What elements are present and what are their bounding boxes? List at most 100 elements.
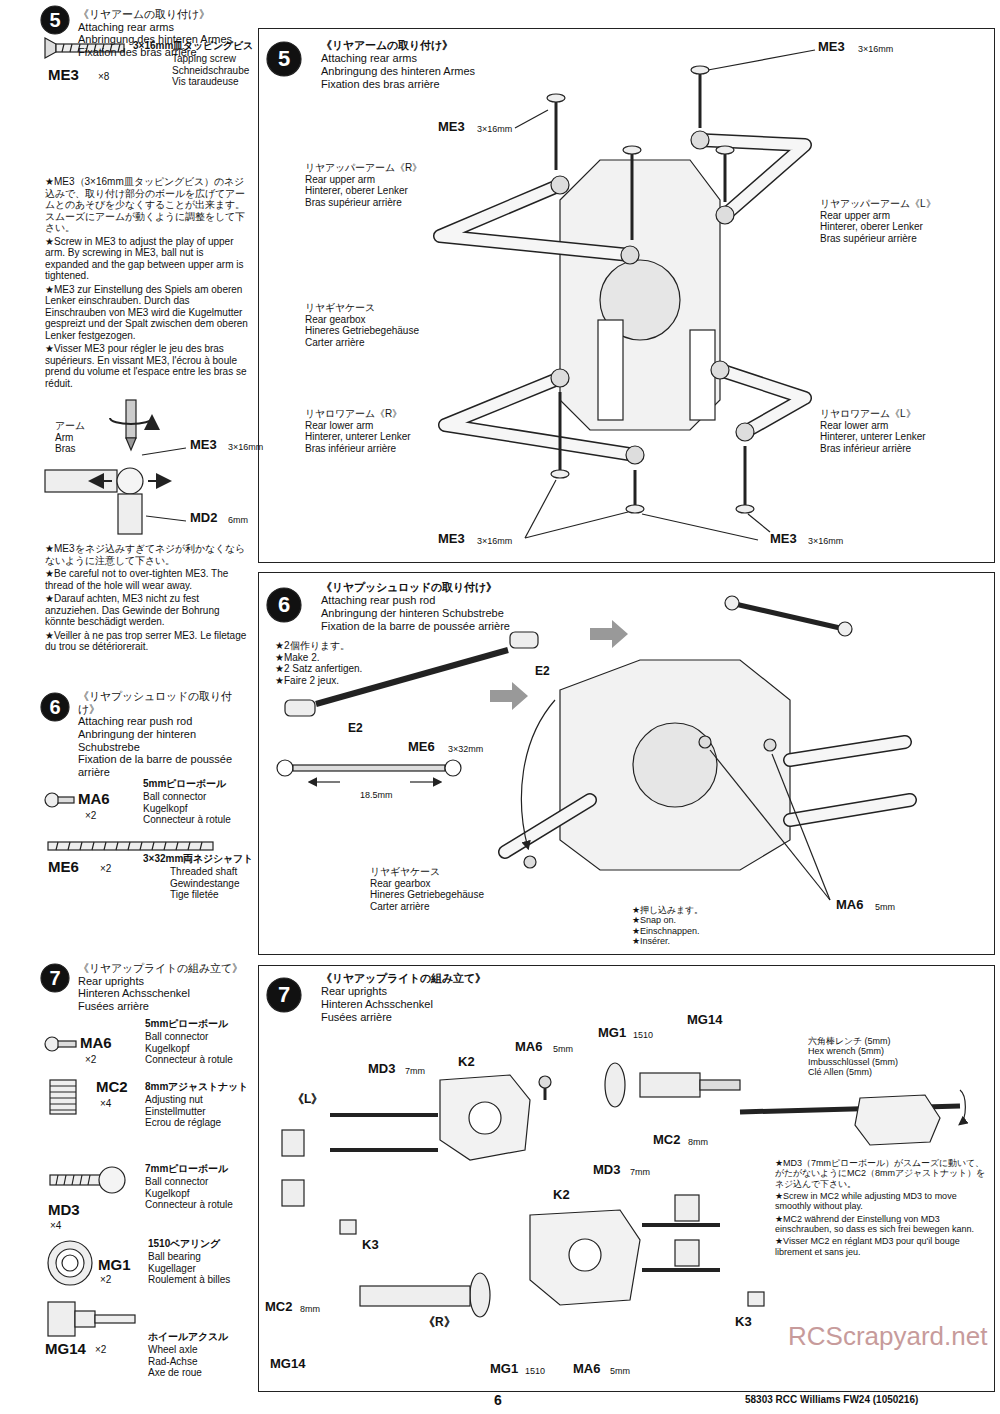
watermark: RCScrapyard.net [788, 1322, 987, 1352]
part-name: Gewindestange [170, 878, 240, 890]
step-heading: Rear uprights [78, 975, 144, 988]
part-name: Ball connector [143, 791, 206, 803]
step-heading-translation: Anbringung der hinteren Schubstrebe [321, 607, 510, 620]
step-heading: Fixation de la barre de poussée arrière [78, 753, 253, 778]
part-code: MG14 [45, 1340, 86, 1357]
quantity: ×4 [50, 1220, 61, 1232]
part-name: Rear lower arm [305, 420, 373, 432]
part-name: Hineres Getriebegehäuse [370, 889, 484, 901]
step-number: 5 [42, 8, 68, 32]
part-name: ホイールアクスル [148, 1331, 228, 1343]
part-code: MD2 [190, 511, 217, 526]
part-name: Rear gearbox [370, 878, 431, 890]
part-code: MA6 [515, 1040, 542, 1055]
step-number: 5 [270, 46, 298, 72]
part-name: Connecteur à rotule [145, 1054, 233, 1066]
part-name: Bras [55, 443, 76, 455]
part-name: 5mmピローボール [143, 778, 226, 790]
instruction-note: ★Snap on. [632, 915, 676, 925]
step-heading: Fusées arrière [78, 1000, 149, 1013]
part-name: Bras inférieur arrière [305, 443, 396, 455]
step-heading-translation: Attaching rear arms [321, 52, 475, 65]
part-name: 5mmピローボール [145, 1018, 228, 1030]
part-code: E2 [535, 665, 550, 679]
part-code: K3 [362, 1238, 379, 1253]
instruction-note: ★ME3 zur Einstellung des Spiels am obere… [45, 284, 250, 342]
tool-name: Clé Allen (5mm) [808, 1067, 872, 1077]
part-name: Tapping screw [172, 53, 236, 65]
part-code: MA6 [80, 1034, 112, 1051]
instruction-note: ★2 Satz anfertigen. [275, 663, 362, 675]
part-name: Hinterer, oberer Lenker [820, 221, 923, 233]
part-name: Hinterer, unterer Lenker [820, 431, 926, 443]
quantity: ×2 [85, 810, 96, 822]
step-heading-translation: Hinteren Achsschenkel [321, 998, 486, 1011]
part-name: リヤロワアーム《R》 [305, 408, 402, 420]
part-code: ME3 [438, 120, 465, 135]
part-name: 3×16mm皿タッピングビス [133, 40, 253, 52]
instruction-note: ★Make 2. [275, 652, 320, 664]
step-heading-translation: Rear uprights [321, 985, 486, 998]
step-heading-translation: Attaching rear push rod [321, 594, 510, 607]
side-mark: 《L》 [292, 1093, 323, 1107]
part-name: Adjusting nut [145, 1094, 203, 1106]
dimension: 3×32mm [448, 744, 483, 754]
step-heading-translation: Fixation des bras arrière [321, 78, 475, 91]
quantity: ×2 [95, 1344, 106, 1356]
instruction-note: ★Screw in ME3 to adjust the play of uppe… [45, 236, 250, 282]
caution-note: ★ME3をネジ込みすぎてネジが利かなくならないように注意して下さい。 [45, 543, 250, 566]
part-code: K3 [735, 1315, 752, 1330]
instruction-note: ★押し込みます。 [632, 905, 703, 915]
part-name: Ball bearing [148, 1251, 201, 1263]
part-name: Kugelkopf [145, 1188, 189, 1200]
part-name: 8mmアジャストナット [145, 1081, 248, 1093]
step-heading-translation: Anbringung des hinteren Armes [321, 65, 475, 78]
part-name: 3×32mm両ネジシャフト [143, 853, 253, 865]
tool-name: Hex wrench (5mm) [808, 1046, 884, 1056]
part-code: ME3 [190, 438, 217, 453]
part-code: ME3 [818, 40, 845, 55]
part-code: MG1 [490, 1362, 518, 1377]
part-name: リヤギヤケース [370, 866, 440, 878]
part-code: ME3 [48, 66, 79, 83]
part-name: Bras inférieur arrière [820, 443, 911, 455]
part-code: MA6 [78, 790, 110, 807]
part-name: Schneidschraube [172, 65, 249, 77]
tool-name: Imbusschlüssel (5mm) [808, 1057, 898, 1067]
part-name: Rear gearbox [305, 314, 366, 326]
part-name: Roulement à billes [148, 1274, 230, 1286]
step-number: 7 [42, 966, 68, 990]
step-panel: 《リヤプッシュロッドの取り付け》Attaching rear push rodA… [258, 572, 995, 955]
caution-note: ★Be careful not to over-tighten ME3. The… [45, 568, 250, 591]
part-name: Tige filetée [170, 889, 219, 901]
quantity: ×2 [85, 1054, 96, 1066]
part-name: Bras supérieur arrière [820, 233, 917, 245]
caution-note: ★Veiller à ne pas trop serrer ME3. Le fi… [45, 630, 250, 653]
step-heading: 《リヤアップライトの組み立て》 [321, 972, 486, 985]
step-heading: 《リヤアームの取り付け》 [78, 8, 210, 21]
dimension: 8mm [300, 1304, 320, 1314]
part-name: Einstellmutter [145, 1106, 206, 1118]
part-code: K2 [458, 1055, 475, 1070]
part-code: MG1 [98, 1256, 131, 1273]
step-heading: 《リヤアームの取り付け》 [321, 39, 475, 52]
part-name: リヤロワアーム《L》 [820, 408, 916, 420]
part-name: Carter arrière [305, 337, 364, 349]
step-heading: 《リヤプッシュロッドの取り付け》 [78, 690, 253, 715]
step-heading: Attaching rear push rod [78, 715, 253, 728]
part-name: 1510ベアリング [148, 1238, 220, 1250]
dimension: 18.5mm [360, 790, 393, 800]
part-code: ME3 [438, 532, 465, 547]
part-name: Axe de roue [148, 1367, 202, 1379]
instruction-note: ★MD3（7mmピローボール）がスムーズに動いて、がたがないようにMC2（8mm… [775, 1158, 990, 1189]
instruction-note: ★MC2 während der Einstellung von MD3 ein… [775, 1214, 990, 1235]
part-name: Arm [55, 432, 73, 444]
part-code: MD3 [593, 1163, 620, 1178]
step-heading: Attaching rear arms [78, 21, 174, 34]
dimension: 5mm [553, 1044, 573, 1054]
quantity: ×2 [100, 1274, 111, 1286]
part-code: ME6 [408, 740, 435, 755]
quantity: ×4 [100, 1098, 111, 1110]
part-name: Kugelkopf [143, 803, 187, 815]
